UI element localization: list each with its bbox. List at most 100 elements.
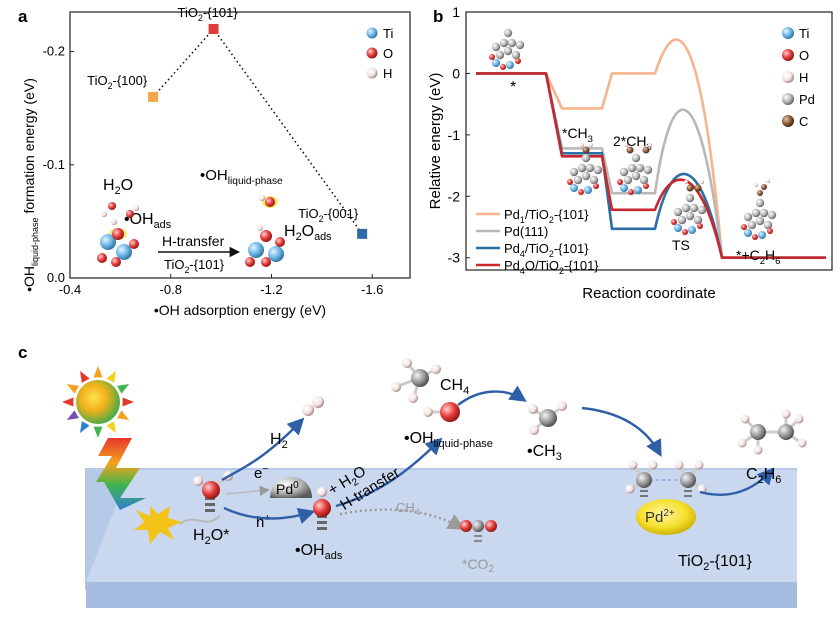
cluster-o-atom <box>489 54 495 60</box>
x-tick-label-a: -0.8 <box>160 282 182 297</box>
legend-label-atom-b: C <box>799 114 808 129</box>
atom-a-left <box>126 210 134 218</box>
cluster-pd-atom <box>581 153 591 163</box>
h-transfer-annotation: H-transfer <box>162 233 225 249</box>
sun-ray <box>122 397 134 407</box>
atom-a-left <box>111 219 117 225</box>
cluster-pd-atom <box>507 38 517 48</box>
cluster-adsorbate-atom <box>580 143 584 147</box>
sun-ray <box>117 384 130 394</box>
cluster-pd-atom <box>677 215 687 225</box>
ch4-molecule <box>391 358 441 403</box>
cluster-pd-atom <box>743 212 753 222</box>
pd2-label: Pd2+ <box>645 508 675 526</box>
h2o-ads-annotation: H2Oads <box>284 223 332 243</box>
x-tick-label-a: -1.2 <box>260 282 282 297</box>
panel-label-a: a <box>18 7 28 26</box>
legend-atom-b <box>782 115 794 127</box>
y-axis-label-text-b: Relative energy (eV) <box>427 73 444 210</box>
plot-frame-b <box>465 11 833 271</box>
atom-a-right <box>265 197 275 207</box>
panel-c-scheme: H2O* Pd0 e− h+ H2 <box>62 358 807 608</box>
atom-a-left <box>116 244 132 260</box>
legend-atom-a <box>366 47 378 59</box>
oh-ads-annotation: •OHads <box>124 211 172 231</box>
cluster-adsorbate-atom <box>626 146 634 154</box>
y-tick-label-b: 0 <box>452 65 460 81</box>
atom-a-left <box>108 202 116 210</box>
cluster-pd-atom <box>635 163 645 173</box>
y-tick-label-a: 0.0 <box>47 270 65 285</box>
cluster-o-atom <box>578 189 584 195</box>
x-tick-label-a: -0.4 <box>59 282 81 297</box>
h2o-annotation: H2O <box>103 177 133 197</box>
atom-a-right <box>259 195 265 201</box>
atom-a-right <box>245 257 255 267</box>
y-tick-label-b: -3 <box>448 250 461 266</box>
arrow-to-co2 <box>339 508 465 530</box>
tio2-slab-top <box>86 470 797 582</box>
cluster-pd-atom <box>763 220 773 230</box>
cluster-pd-atom <box>585 163 595 173</box>
pd2-particle <box>636 499 696 535</box>
cluster-o-atom <box>617 179 623 185</box>
cluster-o-atom <box>697 223 703 229</box>
state-label-1: * <box>510 79 516 96</box>
x-axis-label-a: •OH adsorption energy (eV) <box>154 302 326 318</box>
cluster-adsorbate-atom <box>754 183 758 187</box>
cluster-pd-atom <box>697 205 707 215</box>
legend-label-b: Pd(111) <box>504 224 548 239</box>
cluster-pd-atom <box>631 171 641 181</box>
legend-atom-b <box>782 71 794 83</box>
atom-a-left <box>133 205 139 211</box>
cluster-ti-atom <box>744 229 752 237</box>
co2-label: *CO2 <box>462 556 494 575</box>
legend-atom-a <box>366 27 378 39</box>
atom-a-right <box>257 225 263 231</box>
cluster-pd-atom <box>623 175 633 185</box>
co2-molecule <box>460 520 497 542</box>
legend-label-b: Pd4O/TiO2-{101} <box>504 258 599 276</box>
cluster-pd-atom <box>639 175 649 185</box>
y-tick-label-a: -0.2 <box>43 44 65 59</box>
cluster-o-atom <box>752 234 758 240</box>
cluster-pd-atom <box>755 216 765 226</box>
ch3-label: •CH3 <box>527 443 562 463</box>
arrow-to-pd2 <box>581 406 662 457</box>
data-point-a <box>148 91 159 102</box>
surface-label: TiO2-{101} <box>678 553 753 573</box>
arrow-electron-to-pd <box>225 485 271 497</box>
cluster-o-atom <box>628 189 634 195</box>
cluster-o-atom <box>500 64 506 70</box>
h2-molecule <box>302 396 324 416</box>
cluster-pd-atom <box>581 171 591 181</box>
h2o-star-label: H2O* <box>193 527 229 547</box>
cluster-ti-atom <box>688 226 696 234</box>
c2h6-label: C2H6 <box>746 466 781 486</box>
cluster-pd-atom <box>577 163 587 173</box>
oh-liquid-label: •OHliquid-phase <box>404 430 493 450</box>
oh-liquid-annotation: •OHliquid-phase <box>200 167 283 187</box>
x-tick-label-a: -1.6 <box>361 282 383 297</box>
legend-atom-b <box>782 27 794 39</box>
cluster-o-atom <box>767 228 773 234</box>
cluster-adsorbate-atom <box>624 143 628 147</box>
cluster-o-atom <box>741 224 747 230</box>
cluster-pd-atom <box>767 210 777 220</box>
oh-adsorbed-molecule <box>313 487 331 530</box>
legend-atom-b <box>782 93 794 105</box>
sun-ray <box>117 410 130 420</box>
sun-ray <box>66 410 79 420</box>
cluster-adsorbate-atom <box>686 184 694 192</box>
cluster-adsorbate-atom <box>582 146 590 154</box>
data-point-a <box>357 228 368 239</box>
cluster-pd-atom <box>511 50 521 60</box>
cluster-ti-atom <box>492 59 500 67</box>
legend-atom-b <box>782 49 794 61</box>
atom-a-left <box>111 257 121 267</box>
atom-a-right <box>268 246 284 262</box>
y-tick-label-b: -1 <box>448 127 461 143</box>
atom-a-right <box>275 237 285 247</box>
